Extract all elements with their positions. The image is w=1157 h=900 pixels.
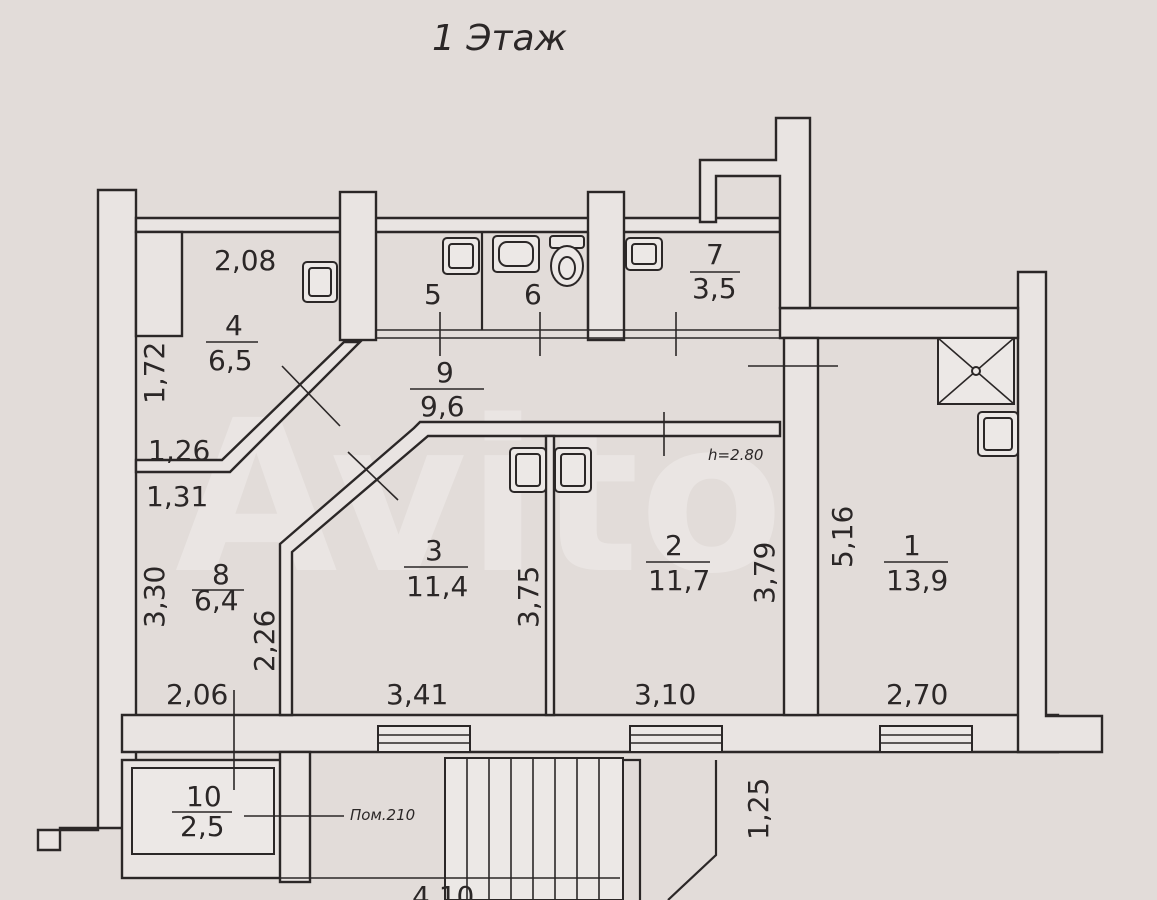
dim-label: 2,06 [166,678,228,711]
partition-room4-diagonal [134,340,363,474]
dim-label: 1,25 [742,778,775,840]
svg-text:8: 8 [212,558,230,591]
svg-text:2: 2 [665,529,683,562]
window-room1 [879,725,973,753]
svg-text:4: 4 [225,309,243,342]
partition-room1-room2 [782,336,820,717]
svg-text:6,5: 6,5 [208,344,253,377]
svg-text:11,4: 11,4 [406,570,468,603]
vent-shaft [698,116,812,310]
room4-closet [134,230,184,338]
wc-bottom-partition [376,329,781,339]
svg-text:2,5: 2,5 [180,810,225,843]
svg-text:13,9: 13,9 [886,564,948,597]
svg-text:9: 9 [436,356,454,389]
dim-label: 3,41 [386,678,448,711]
dim-label: 3,79 [748,542,781,604]
neighbor-label: Пом.210 [350,806,415,824]
room-label-4: 4 6,5 [206,309,258,377]
partition-room2-room3 [544,434,556,717]
door-mark [281,365,341,427]
room1-top-wall [778,306,1020,340]
bathtub-icon [492,235,540,273]
window-room2 [629,725,723,753]
floor-title: 1 Этаж [432,18,568,59]
dim-label: 5,16 [826,506,859,568]
entrance-ramp [624,758,642,900]
svg-text:3: 3 [425,534,443,567]
dim-label: 1,31 [146,480,208,513]
sink-icon [977,411,1019,457]
sink-icon [442,237,480,275]
room10-column [278,750,312,884]
dim-label: 3,75 [512,566,545,628]
sink-icon [625,237,663,271]
room-label-6: 6 [524,278,542,311]
svg-text:6,4: 6,4 [194,584,239,617]
dim-label: 1,26 [148,434,210,467]
entrance-ramp-edge [667,760,718,900]
room10-interior [131,767,275,855]
room-label-2: 2 11,7 [646,529,710,597]
left-outer-wall [36,188,138,852]
svg-text:11,7: 11,7 [648,564,710,597]
ceiling-height: h=2.80 [708,446,763,464]
svg-text:3,5: 3,5 [692,272,737,305]
dim-label: 2,08 [214,244,276,277]
stairs [444,757,624,900]
room-label-9: 9 9,6 [410,356,484,423]
svg-text:7: 7 [706,238,724,271]
dim-label: 2,26 [248,610,281,672]
room-label-10: 10 2,5 [172,780,232,843]
pillar-2 [586,190,626,342]
shower-icon [937,337,1015,405]
toilet-icon [549,235,585,287]
room-label-7: 7 3,5 [690,238,740,305]
right-outer-wall [1016,270,1104,754]
dim-label: 3,10 [634,678,696,711]
window-room3 [377,725,471,753]
dim-label: 1,72 [138,342,171,404]
sink-icon [302,261,338,303]
sink-icon [554,447,592,493]
dim-label: 3,30 [138,566,171,628]
room-label-1: 1 13,9 [884,529,948,597]
dim-label: 4,10 [412,880,474,900]
pillar-1 [338,190,378,342]
room-label-5: 5 [424,278,442,311]
sink-icon [509,447,547,493]
partition-corridor-rooms [278,420,782,717]
door-mark [347,451,399,501]
svg-text:10: 10 [186,780,222,813]
top-wall [134,216,782,234]
room-label-8: 8 6,4 [192,558,244,617]
dim-label: 2,70 [886,678,948,711]
svg-text:9,6: 9,6 [420,390,465,423]
svg-text:1: 1 [903,529,921,562]
room-label-3: 3 11,4 [404,534,468,603]
